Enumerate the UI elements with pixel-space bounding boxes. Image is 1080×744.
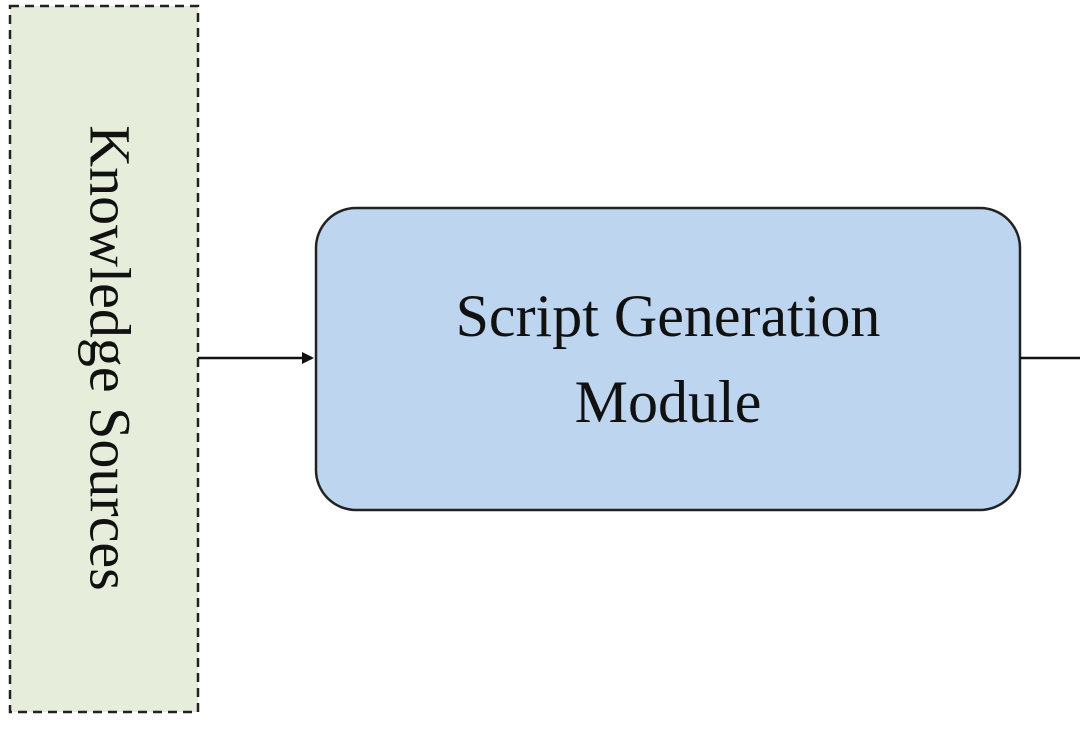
knowledge-sources-label: Knowledge Sources <box>78 125 143 591</box>
knowledge-sources-box <box>8 4 200 714</box>
script-generation-node: Script Generation Module <box>314 206 1022 512</box>
knowledge-sources-node: Knowledge Sources <box>8 4 200 714</box>
script-generation-label-line1: Script Generation <box>456 283 881 349</box>
script-generation-label-line2: Module <box>575 369 762 435</box>
script-generation-box <box>314 206 1022 512</box>
